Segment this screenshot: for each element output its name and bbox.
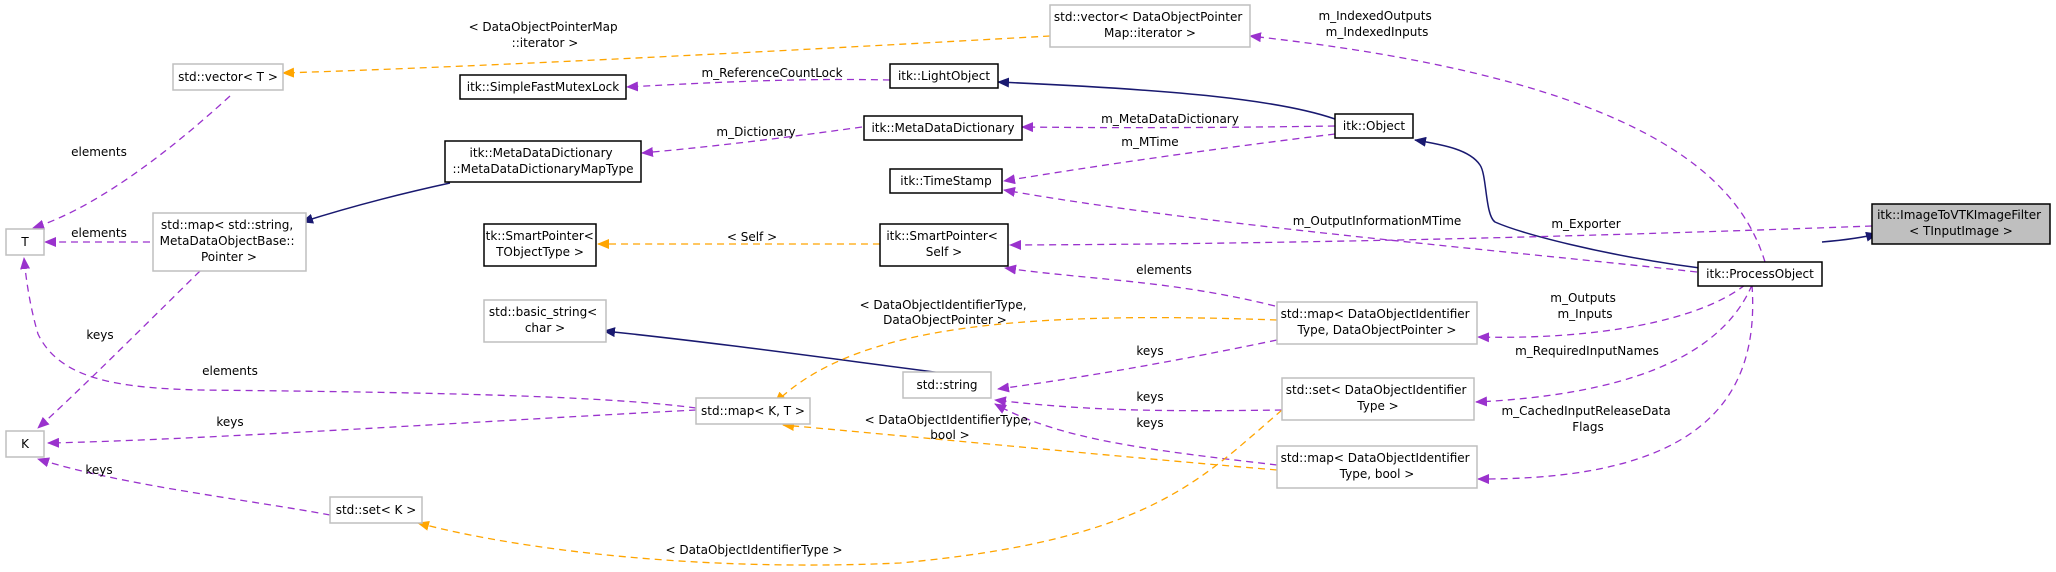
label-indexed-outputs-inputs: m_IndexedOutputs m_IndexedInputs [1318,9,1435,39]
edge-outputs-inputs [1477,284,1746,343]
node-std-string[interactable]: std::string [902,371,992,399]
svg-text:std::string: std::string [916,378,977,392]
edge-vector-elements [32,95,231,230]
label-exporter: m_Exporter [1551,217,1620,231]
label-keys-map-ptr: keys [1136,344,1163,358]
node-object[interactable]: itk::Object [1334,113,1414,139]
label-mtime: m_MTime [1121,135,1178,149]
svg-text:std::map< K, T >: std::map< K, T > [701,404,805,418]
node-smart-pointer-self[interactable]: itk::SmartPointer< Self > [879,223,1009,267]
edge-keys-map-ptr [997,339,1278,393]
svg-text:itk::LightObject: itk::LightObject [898,69,990,83]
node-smart-pointer-tobjecttype[interactable]: itk::SmartPointer< TObjectType > [482,223,597,267]
label-keys-set: keys [1136,390,1163,404]
svg-text:T: T [20,235,29,249]
label-output-information-mtime: m_OutputInformationMTime [1293,214,1462,228]
node-set-dataobject-identifier[interactable]: std::set< DataObjectIdentifier Type > [1281,377,1475,421]
svg-text:itk::ProcessObject: itk::ProcessObject [1706,267,1814,281]
node-light-object[interactable]: itk::LightObject [889,63,999,89]
svg-text:itk::MetaDataDictionary: itk::MetaDataDictionary ::MetaDataDictio… [453,146,634,176]
node-map-string-metadataobject[interactable]: std::map< std::string, MetaDataObjectBas… [152,212,307,272]
edge-keys-set [994,396,1283,412]
label-map-keys: keys [86,328,113,342]
node-time-stamp[interactable]: itk::TimeStamp [889,168,1003,194]
node-map-dataobject-pointer[interactable]: std::map< DataObjectIdentifier Type, Dat… [1276,301,1478,345]
node-process-object[interactable]: itk::ProcessObject [1697,261,1823,287]
edge-object-to-processobject [1414,136,1701,269]
edge-exporter [1009,225,1873,250]
edge-output-info-mtime [1003,187,1698,273]
svg-text:std::vector< T >: std::vector< T > [178,70,278,84]
edge-identifier-bool [782,421,1278,471]
edge-smartpointer-elements [1004,264,1276,307]
svg-text:std::map< DataObjectIdentifier: std::map< DataObjectIdentifier Type, Dat… [1281,307,1474,337]
svg-text:std::map< std::string,: std::map< std::string, MetaDataObjectBas… [160,218,299,264]
svg-text:itk::MetaDataDictionary: itk::MetaDataDictionary [871,121,1014,135]
node-map-dataobject-bool[interactable]: std::map< DataObjectIdentifier Type, boo… [1276,445,1478,489]
label-dictionary: m_Dictionary [716,125,795,139]
svg-text:std::map< DataObjectIdentifier: std::map< DataObjectIdentifier Type, boo… [1281,451,1474,481]
node-image-to-vtk-image-filter[interactable]: itk::ImageToVTKImageFilter < TInputImage… [1871,203,2051,245]
svg-text:itk::ImageToVTKImageFilter: itk::ImageToVTKImageFilter < TInputImage… [1877,208,2045,238]
svg-text:std::set< DataObjectIdentifier: std::set< DataObjectIdentifier Type > [1286,383,1471,413]
node-basic-string[interactable]: std::basic_string< char > [483,299,607,343]
edge-indexed-outputs [1249,32,1766,263]
label-kt-keys: keys [216,415,243,429]
edge-reference-count-lock [626,78,891,92]
node-map-k-t[interactable]: std::map< K, T > [695,397,811,425]
label-outputs-inputs: m_Outputs m_Inputs [1550,291,1619,321]
label-vector-elements: elements [71,145,127,159]
edge-keys-map-bool [994,403,1278,466]
label-smartpointer-elements: elements [1136,263,1192,277]
node-set-k[interactable]: std::set< K > [329,496,423,524]
edge-identifier-pointer [774,316,1278,404]
label-kt-elements: elements [202,364,258,378]
svg-text:std::basic_string< cha: std::basic_string< char > [489,305,601,335]
label-map-elements: elements [71,226,127,240]
label-pointer-map-iterator: < DataObjectPointerMap ::iterator > [469,20,622,50]
edge-processobject-to-imagetovtk [1821,231,1878,243]
edge-lightobject-to-object [997,77,1336,120]
edge-map-keys [37,270,201,429]
edge-kt-keys [47,409,697,448]
edge-kt-elements [20,257,697,409]
label-identifier-pointer: < DataObjectIdentifierType, DataObjectPo… [860,298,1031,327]
node-meta-data-dictionary-map-type[interactable]: itk::MetaDataDictionary ::MetaDataDictio… [444,140,642,183]
svg-text:itk::SmartPointer< Sel: itk::SmartPointer< Self > [886,229,1001,259]
edge-mtime [1003,133,1336,185]
svg-text:itk::SmartPointer< TOb: itk::SmartPointer< TObjectType > [482,229,597,259]
node-t[interactable]: T [5,228,45,256]
node-vector-pointer-map-iterator[interactable]: std::vector< DataObjectPointer Map::iter… [1049,4,1251,48]
edge-set-keys [37,457,331,516]
svg-text:itk::Object: itk::Object [1343,119,1405,133]
edge-identifier-type [417,409,1283,566]
node-vector-t[interactable]: std::vector< T > [172,63,284,91]
edge-basicstring-to-stdstring [603,327,951,375]
edge-dictionary [641,126,863,157]
svg-text:std::vector< DataObjectPointer: std::vector< DataObjectPointer Map::iter… [1054,10,1246,40]
node-simple-fast-mutex-lock[interactable]: itk::SimpleFastMutexLock [459,74,627,100]
svg-text:itk::SimpleFastMutexLock: itk::SimpleFastMutexLock [467,80,620,94]
label-self: < Self > [727,230,777,244]
edge-metadatadictionary [1021,122,1336,133]
label-reference-count-lock: m_ReferenceCountLock [701,66,842,80]
label-required-input-names: m_RequiredInputNames [1515,344,1659,358]
node-k[interactable]: K [5,430,45,458]
label-meta-data-dictionary: m_MetaDataDictionary [1101,112,1239,126]
svg-text:std::set< K >: std::set< K > [336,503,417,517]
svg-text:K: K [21,437,30,451]
svg-text:itk::TimeStamp: itk::TimeStamp [900,174,991,188]
node-meta-data-dictionary[interactable]: itk::MetaDataDictionary [863,115,1023,141]
label-keys-map-bool: keys [1136,416,1163,430]
edge-maptype-to-mapstring [301,182,451,224]
label-identifier-bool: < DataObjectIdentifierType, bool > [865,413,1036,442]
label-set-keys: keys [85,463,112,477]
edge-pointer-map-iterator [282,35,1051,78]
label-cached-input-release: m_CachedInputReleaseData Flags [1501,404,1674,434]
label-identifier-type: < DataObjectIdentifierType > [665,543,842,557]
